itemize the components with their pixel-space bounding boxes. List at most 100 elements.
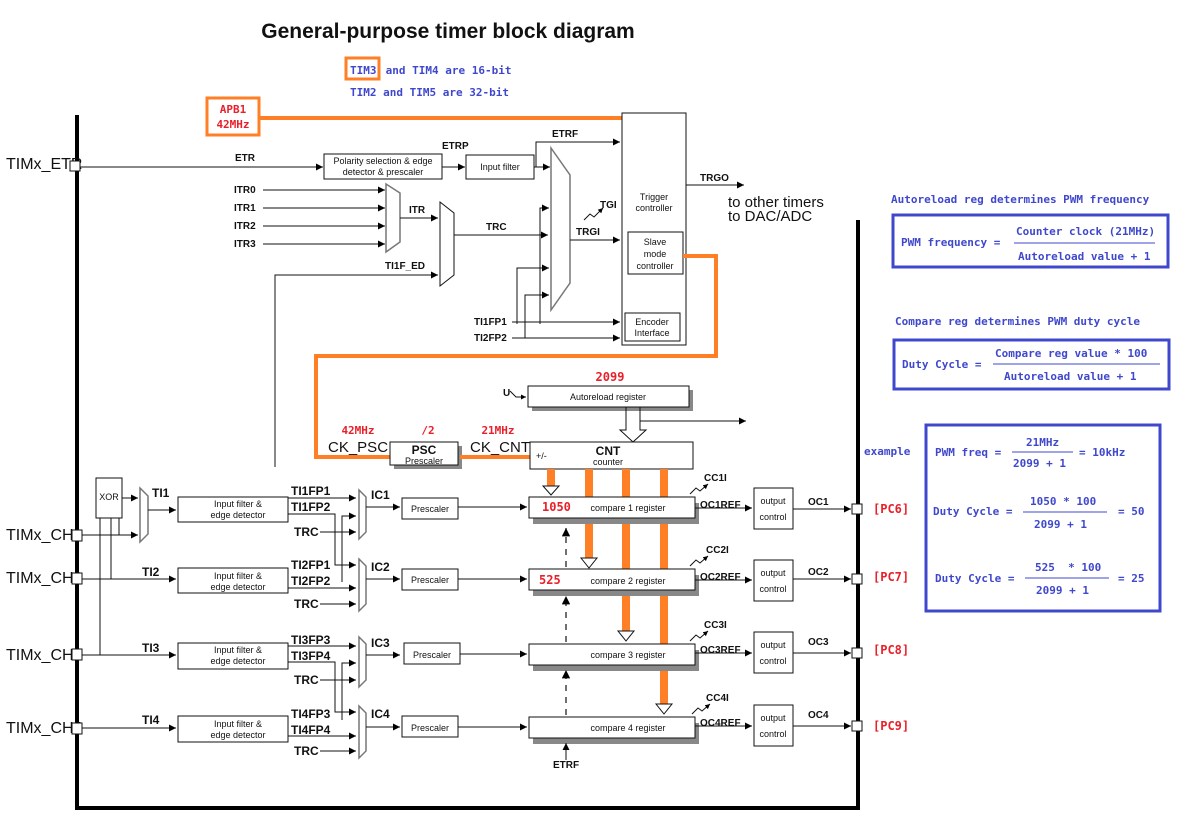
compare-3-register: compare 3 register [528,643,699,671]
pin-ch2[interactable] [71,572,83,585]
psc-prescaler [389,441,459,466]
freq-numerator: Counter clock (21MHz) [1016,225,1155,238]
duty-heading: Compare reg determines PWM duty cycle [895,315,1140,328]
example-box [924,423,1162,613]
signal-oc3ref: OC3REF [700,645,741,656]
ex-duty1-result: = 50 [1118,505,1145,518]
input-filter-ch1: Input filter & edge detector [177,496,289,523]
outctl4-l1: output [760,713,786,723]
signal-ic3: IC3 [371,636,390,650]
signal-ic2: IC2 [371,560,390,574]
signal-itr0: ITR0 [234,185,256,196]
outctl2-l1: output [760,568,786,578]
compare-2-register: 525 compare 2 register [528,568,699,596]
signal-ti1f-ed: TI1F_ED [385,261,425,272]
signal-trgo: TRGO [700,173,729,184]
prescaler2-label: Prescaler [411,575,449,585]
pwm-frequency-formula [891,213,1170,269]
gpio-pc8: [PC8] [873,643,909,657]
pin-oc1[interactable] [851,503,863,515]
note-32bit: TIM2 and TIM5 are 32-bit [350,86,509,99]
example-label: example [864,445,911,458]
gpio-pc6: [PC6] [873,502,909,516]
compare1-label: compare 1 register [590,503,665,513]
signal-ic4: IC4 [371,707,390,721]
filter3-l1: Input filter & [214,645,262,655]
signal-ti2: TI2 [142,565,160,579]
outctl1-l2: control [759,512,786,522]
xor-gate [95,477,123,519]
input-filter-ch4: Input filter & edge detector [177,715,289,743]
slave-label1: Slave [644,237,667,247]
signal-itr1: ITR1 [234,203,256,214]
filter1-l2: edge detector [210,510,265,520]
ex-duty1-numerator: 1050 * 100 [1030,495,1096,508]
signal-cc1i: CC1I [704,473,727,484]
pin-etr[interactable] [69,160,81,172]
ti1-mux [139,486,149,544]
ex-duty2-result: = 25 [1118,572,1145,585]
signal-ti1: TI1 [152,486,170,500]
outctl2-l2: control [759,584,786,594]
cnt-counter [529,441,694,470]
ex-freq-lhs: PWM freq = [935,446,1002,459]
pin-ch1[interactable] [71,529,83,542]
ic4-mux [358,704,367,760]
prescaler3-label: Prescaler [413,650,451,660]
autoreload-register [527,385,690,408]
signal-cc3i: CC3I [704,620,727,631]
pin-oc2[interactable] [851,573,863,585]
signal-etrp: ETRP [442,141,469,152]
signal-trc-top: TRC [486,222,507,233]
cnt-sub: counter [593,457,623,467]
compare-4-register: compare 4 register [528,716,699,744]
pin-ch3-label: TIMx_CH3 [6,647,83,664]
compare3-label: compare 3 register [590,650,665,660]
tim3-label: TIM3 [350,64,377,77]
polarity-line2: detector & prescaler [343,167,424,177]
ic1-mux [358,488,367,541]
output-control-ch3: output control [753,631,794,674]
signal-ti2fp2-top: TI2FP2 [474,333,507,344]
filter3-l2: edge detector [210,656,265,666]
signal-ti2fp1: TI2FP1 [291,558,331,572]
filter2-l1: Input filter & [214,571,262,581]
psc-divider: /2 [421,424,434,437]
signal-ti1fp1: TI1FP1 [291,484,331,498]
compare4-label: compare 4 register [590,723,665,733]
cnt-direction: +/- [536,451,547,461]
psc-input-freq: 42MHz [341,424,374,437]
pin-ch4[interactable] [71,722,83,735]
trigger-input-mux [550,145,571,313]
encoder-interface [624,312,681,342]
signal-oc2ref: OC2REF [700,572,741,583]
pin-oc3[interactable] [851,647,863,659]
trc-mux [439,200,455,288]
pin-etr-label: TIMx_ETR [6,156,82,173]
signal-ti3fp4: TI3FP4 [291,649,331,663]
signal-ti4fp4: TI4FP4 [291,723,331,737]
ic3-mux [358,635,367,689]
trgo-dest-line2: to DAC/ADC [728,208,812,225]
signal-ti3: TI3 [142,641,160,655]
signal-oc4: OC4 [808,710,829,721]
signal-oc1: OC1 [808,497,829,508]
gpio-pc9: [PC9] [873,719,909,733]
signal-trc-ch3: TRC [294,673,319,687]
signal-ic1: IC1 [371,488,390,502]
signal-oc1ref: OC1REF [700,500,741,511]
signal-etrf-bottom: ETRF [553,760,579,771]
signal-ti1fp1-top: TI1FP1 [474,317,507,328]
prescaler1-label: Prescaler [411,504,449,514]
pin-oc4[interactable] [851,720,863,732]
input-filter-ch2: Input filter & edge detector [177,567,289,594]
trgo-dest-line1: to other timers [728,194,824,211]
apb1-freq: 42MHz [216,118,249,131]
signal-ti3fp3: TI3FP3 [291,633,331,647]
input-filter-ch3: Input filter & edge detector [177,642,289,670]
encoder-label2: Interface [634,328,669,338]
freq-lhs: PWM frequency = [901,236,1001,249]
signal-oc2: OC2 [808,567,829,578]
pin-ch3[interactable] [71,648,83,661]
slave-label2: mode [644,249,667,259]
